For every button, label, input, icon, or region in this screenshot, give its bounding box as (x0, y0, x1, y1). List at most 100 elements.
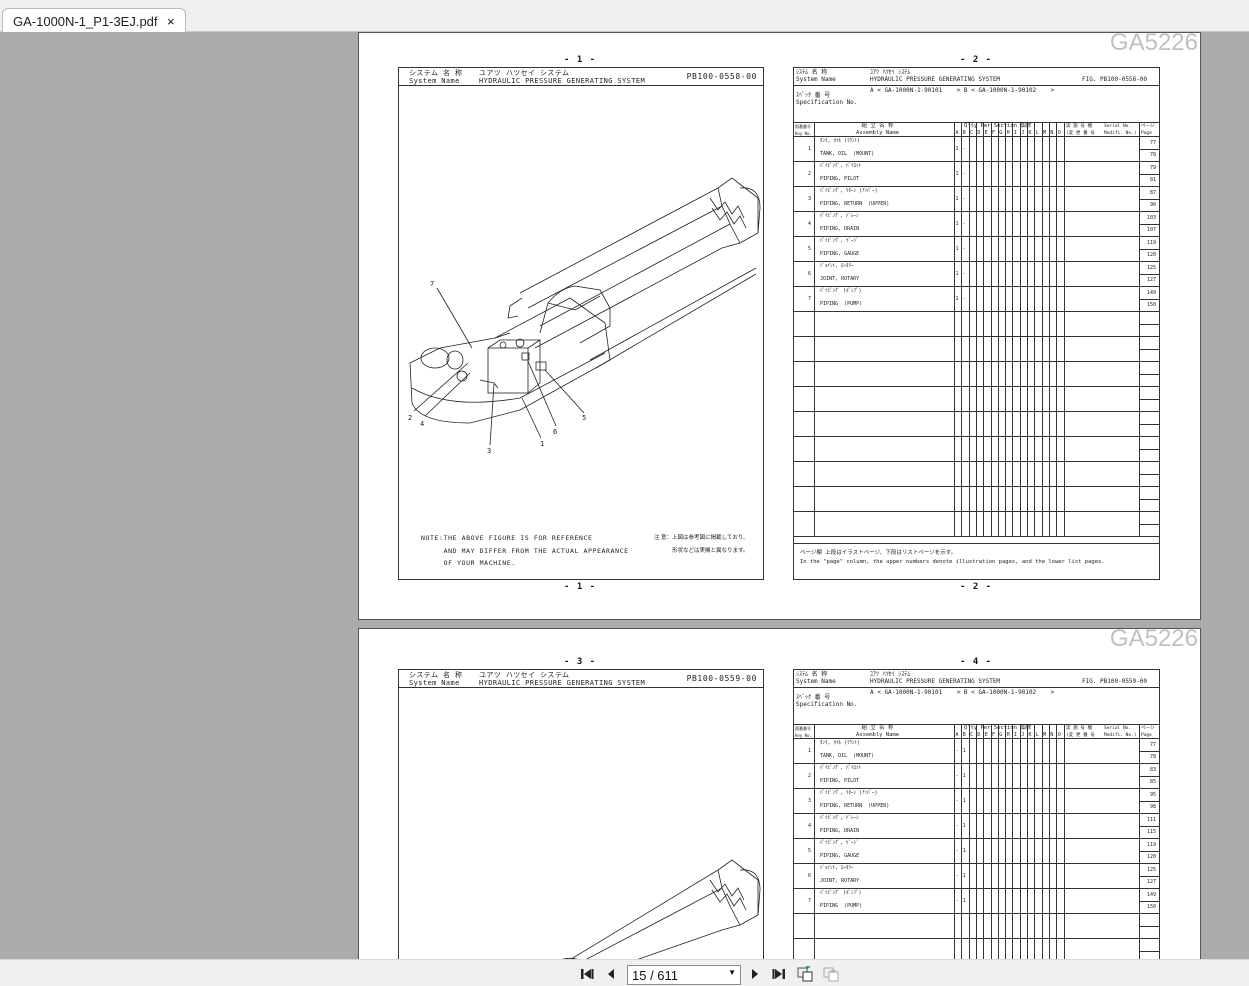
list-page-link[interactable]: 120 (1146, 252, 1156, 258)
list-page-link[interactable]: 127 (1146, 879, 1156, 885)
list-page-link[interactable]: 150 (1146, 904, 1156, 910)
qty-b: - (962, 271, 966, 277)
system-label-en: System Name (796, 76, 836, 83)
fit-page-icon[interactable] (797, 966, 813, 982)
page-number-select[interactable]: 15 / 611 ▼ (627, 965, 741, 985)
col-section-letter: M (1043, 732, 1047, 738)
illustration-page-link[interactable]: 87 (1149, 190, 1156, 196)
list-page-link[interactable]: 90 (1149, 202, 1156, 208)
col-section-letter: G (999, 732, 1003, 738)
qty-b: - (962, 196, 966, 202)
illustration-page-link[interactable]: 83 (1149, 767, 1156, 773)
last-page-icon[interactable] (771, 966, 787, 982)
system-label-jp: ｼｽﾃﾑ 名 称 (796, 69, 828, 76)
illustration-page-link[interactable]: 149 (1146, 892, 1156, 898)
figure-code: FIG. PB100-0559-00 (1081, 678, 1147, 685)
list-page-link[interactable]: 78 (1149, 152, 1156, 158)
illustration-page-link[interactable]: 149 (1146, 290, 1156, 296)
sheet-page-number: - 2 - (960, 55, 993, 65)
callout-6: 6 (553, 428, 557, 436)
col-section-letter: H (1006, 732, 1010, 738)
qty-b: - (962, 296, 966, 302)
crane-illustration: 7 (562, 859, 761, 959)
close-tab-icon[interactable]: × (167, 14, 175, 29)
col-key-en: Key No. (795, 131, 812, 136)
system-label-en: System Name (796, 678, 836, 685)
col-serial-en2: Modifi. No.) (1104, 733, 1137, 738)
system-name-jp: ユアツ ハツセイ システム (479, 671, 570, 679)
list-page-link[interactable]: 85 (1149, 779, 1156, 785)
next-page-icon[interactable] (747, 966, 763, 982)
col-serial-jp: 実 施 号 機 (1066, 726, 1093, 731)
list-page-link[interactable]: 81 (1149, 177, 1156, 183)
illustration-page-link[interactable]: 95 (1149, 792, 1156, 798)
assembly-name-jp: ﾊﾟｲﾋﾟﾝｸﾞ, ｹﾞｰｼﾞ (820, 238, 859, 244)
list-page-link[interactable]: 115 (1146, 829, 1156, 835)
list-page-link[interactable]: 120 (1146, 854, 1156, 860)
note-jp-line: 形状などは実機と異なります。 (672, 547, 749, 554)
col-page-en: Page (1141, 733, 1152, 738)
sheet-page-number: - 1 - (564, 582, 597, 592)
illustration-page-link[interactable]: 79 (1149, 165, 1156, 171)
system-label-en: System Name (409, 679, 460, 687)
list-page-link[interactable]: 107 (1146, 227, 1156, 233)
document-tab[interactable]: GA-1000N-1_P1-3EJ.pdf × (2, 8, 186, 33)
col-section-letter: J (1021, 732, 1025, 738)
assembly-name-jp: ﾊﾟｲﾋﾟﾝｸﾞ (ﾎﾟﾝﾌﾟ) (820, 890, 862, 896)
col-section-letter: B (962, 130, 966, 136)
qty-a: 1 (955, 271, 959, 277)
figure-code: PB100-0559-00 (686, 674, 757, 683)
illustration-page-link[interactable]: 111 (1146, 817, 1156, 823)
illustration-page-link[interactable]: 125 (1146, 867, 1156, 873)
col-serial-en: Serial No. (1104, 726, 1132, 731)
list-page-link[interactable]: 127 (1146, 277, 1156, 283)
illustration-page-link[interactable]: 125 (1146, 265, 1156, 271)
list-page-link[interactable]: 98 (1149, 804, 1156, 810)
spec-label-en: Specification No. (796, 99, 858, 106)
list-page-link[interactable]: 150 (1146, 302, 1156, 308)
table-row (794, 337, 1159, 362)
assembly-name-jp: ｼﾞｮｲﾝﾄ, ﾛｰﾀﾘｰ (820, 865, 854, 871)
illustration-page-link[interactable]: 119 (1146, 842, 1156, 848)
table-row (794, 387, 1159, 412)
qty-b: 1 (962, 873, 966, 879)
tab-title: GA-1000N-1_P1-3EJ.pdf (13, 14, 158, 29)
list-page-link[interactable]: 78 (1149, 754, 1156, 760)
system-label-jp: システム 名 称 (409, 69, 463, 77)
qty-a: 1 (955, 246, 959, 252)
col-section-letter: D (977, 130, 981, 136)
assembly-name-jp: ﾀﾝｸ, ｵｲﾙ (ﾏｳﾝﾄ) (820, 740, 861, 746)
assembly-name-jp: ﾊﾟｲﾋﾟﾝｸﾞ, ﾊﾟｲﾛｯﾄ (820, 765, 862, 771)
assembly-name-en: JOINT, ROTARY (820, 276, 860, 282)
key-number: 6 (808, 873, 812, 879)
assembly-name-en: PIPING, GAUGE (820, 251, 860, 257)
illustration-page-link[interactable]: 103 (1146, 215, 1156, 221)
illustration-page-link[interactable]: 119 (1146, 240, 1156, 246)
assembly-name-en: JOINT, ROTARY (820, 878, 860, 884)
illustration-page-link[interactable]: 77 (1149, 742, 1156, 748)
sheet-page-number: - 3 - (564, 657, 597, 667)
fit-width-icon[interactable] (823, 966, 839, 982)
previous-page-icon[interactable] (603, 966, 619, 982)
col-section-letter: E (984, 732, 988, 738)
assembly-name-en: PIPING, RETURN (UPPER) (820, 803, 890, 809)
col-section-letter: C (970, 130, 974, 136)
col-serial-jp: 実 施 号 機 (1066, 124, 1093, 129)
illustration-page-link[interactable]: 77 (1149, 140, 1156, 146)
table-row (794, 939, 1159, 959)
assembly-name-jp: ｼﾞｮｲﾝﾄ, ﾛｰﾀﾘｰ (820, 263, 854, 269)
key-number: 4 (808, 823, 812, 829)
system-label-jp: ｼｽﾃﾑ 名 称 (796, 671, 828, 678)
col-serial-jp2: (変 更 番 号 (1066, 131, 1095, 136)
first-page-icon[interactable] (579, 966, 595, 982)
table-row (794, 412, 1159, 437)
